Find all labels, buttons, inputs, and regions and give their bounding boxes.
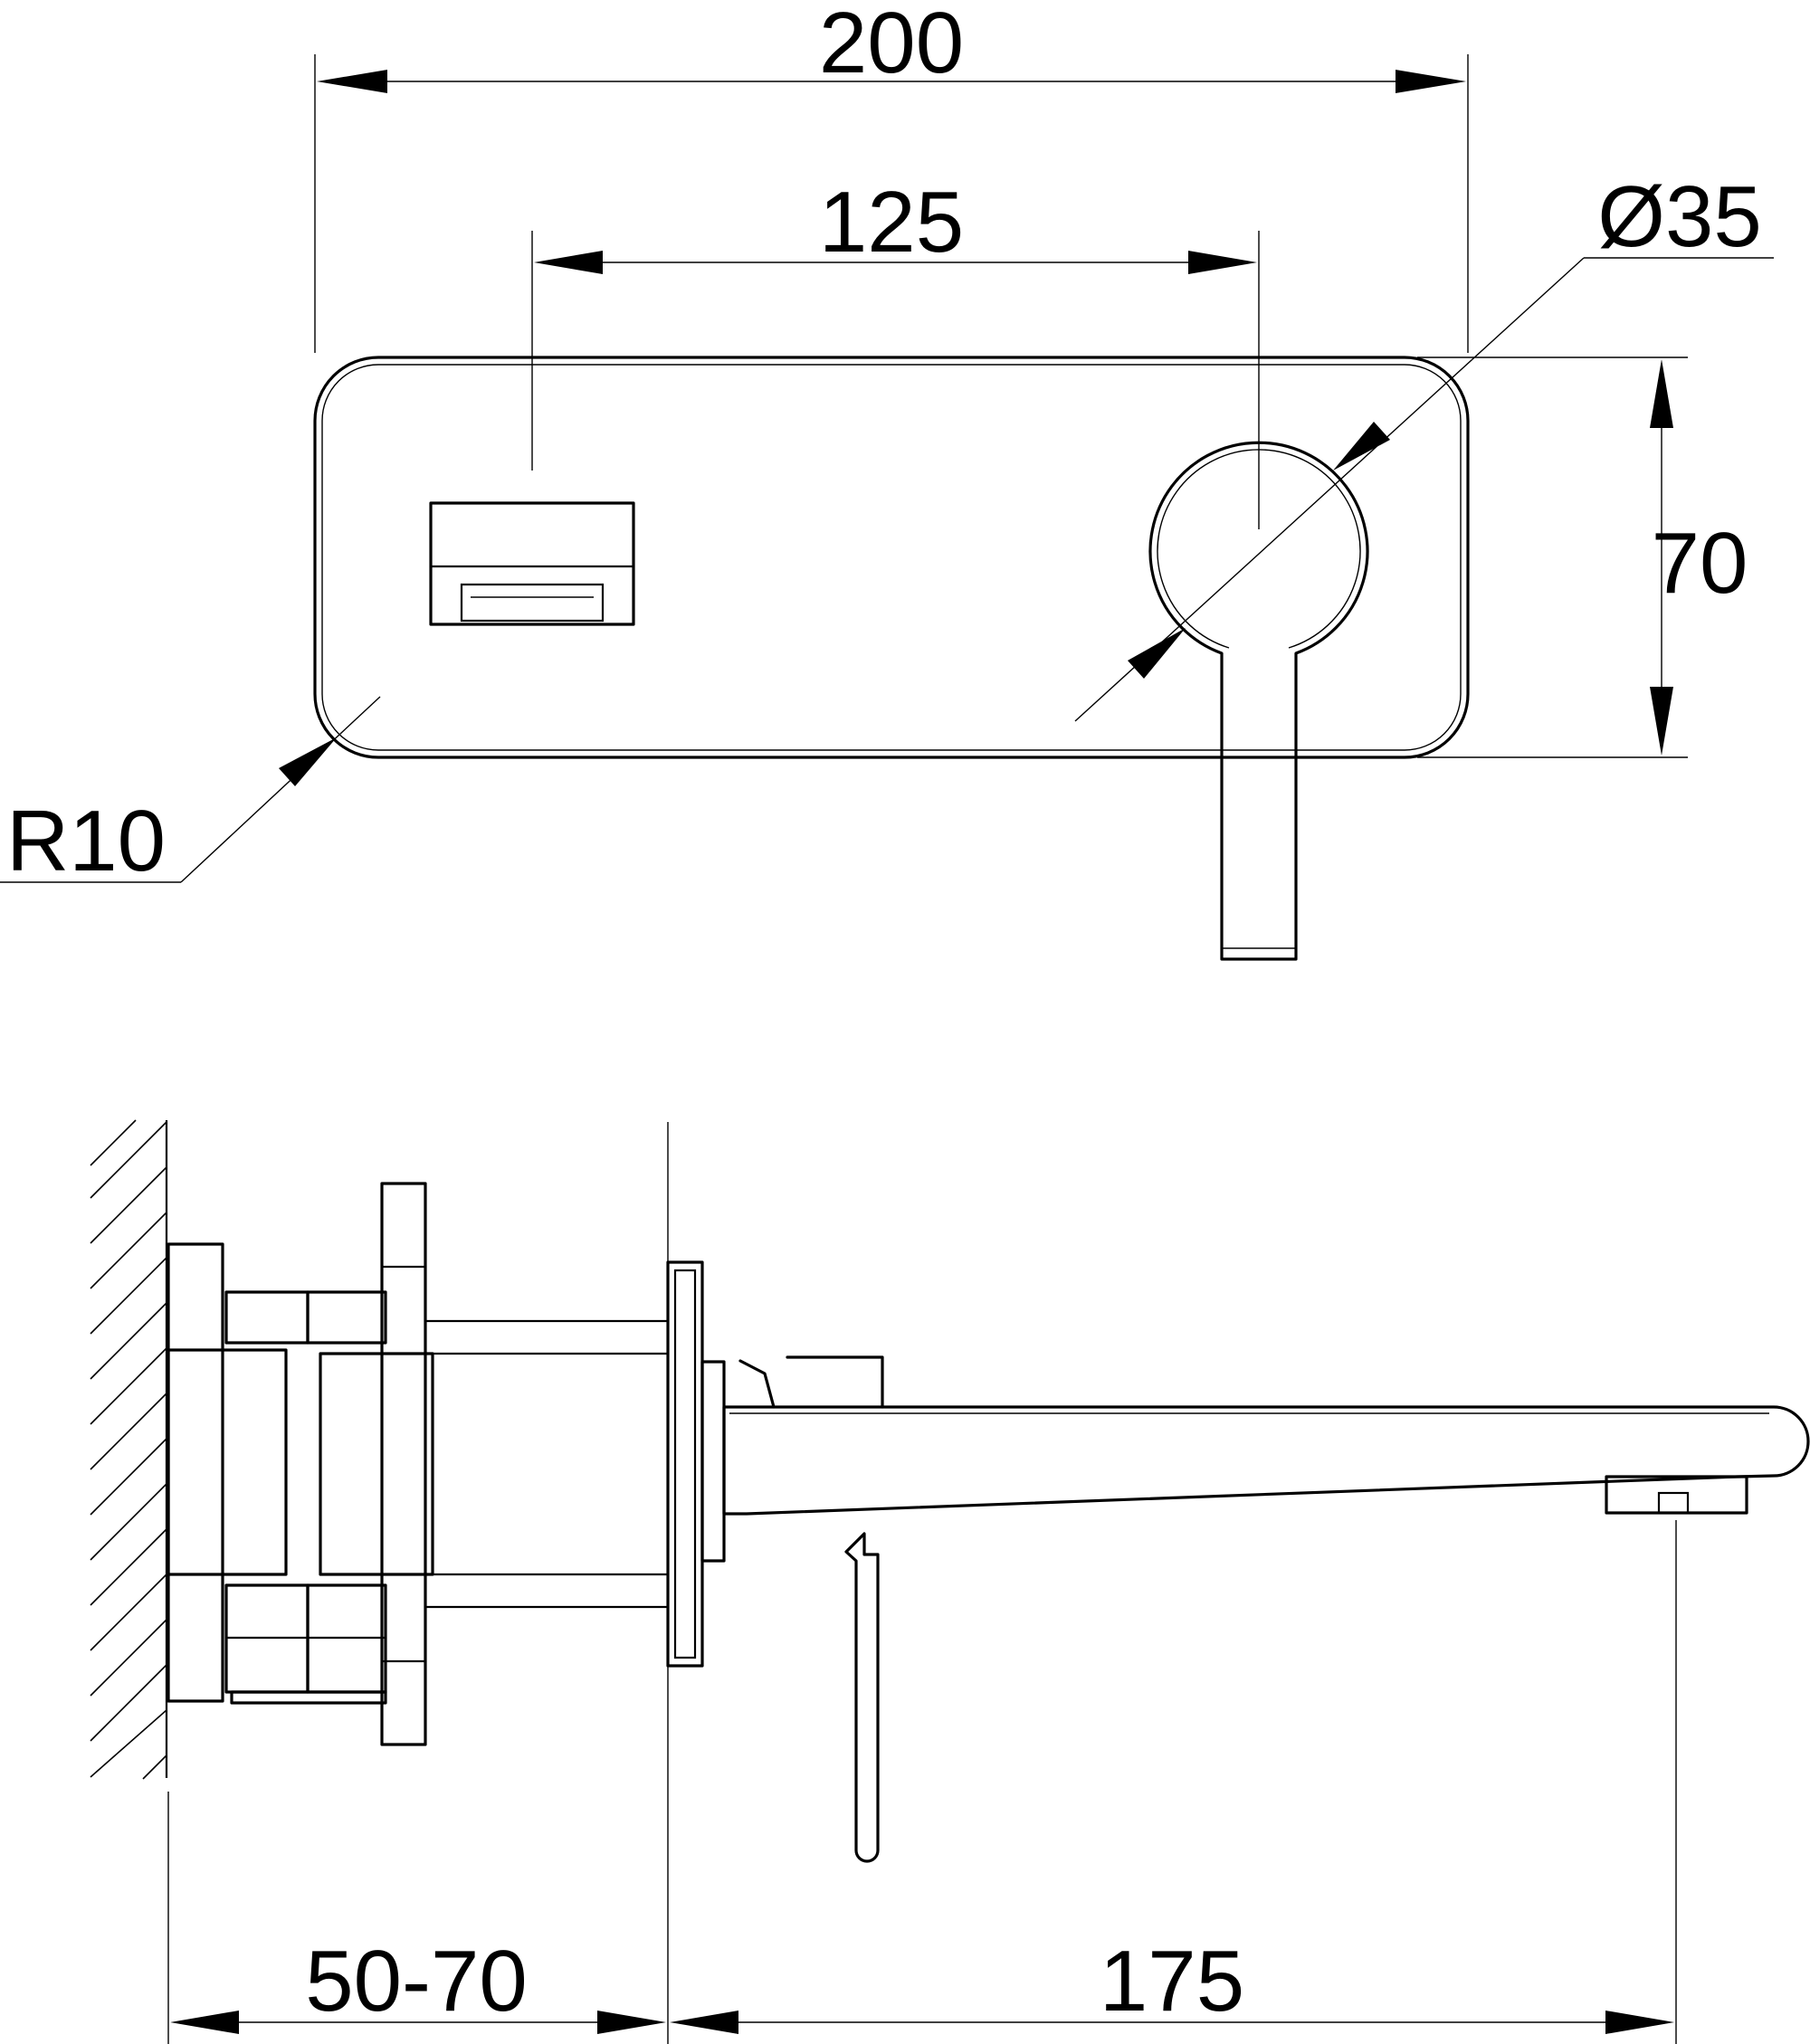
cover-plate-side [666, 1260, 704, 1668]
dimension-200-label: 200 [819, 0, 964, 91]
dimension-125-label: 125 [819, 174, 964, 271]
dimension-200: 200 [317, 0, 1466, 93]
dimension-175: 175 [670, 1933, 1674, 2034]
dimension-diameter-35-label: Ø35 [1597, 168, 1761, 265]
dimension-r10: R10 [0, 696, 381, 889]
spout-side [700, 1355, 1810, 1563]
spout-outlet-front [429, 501, 635, 626]
front-extension-lines [314, 54, 1688, 758]
wall-hatch [90, 1119, 168, 1780]
side-view: 50-70 175 [90, 1119, 1810, 2044]
dimension-r10-label: R10 [6, 793, 166, 889]
dimension-50-70: 50-70 [170, 1933, 666, 2034]
cover-plate-outer [313, 356, 1470, 759]
front-view: 200 125 Ø35 70 R10 [0, 0, 1774, 961]
side-extension-lines [167, 1122, 1677, 2044]
dimension-50-70-label: 50-70 [305, 1933, 528, 2030]
dimension-70: 70 [1650, 359, 1748, 756]
concealed-valve-body [167, 1182, 668, 1746]
cover-plate-inner [321, 364, 1462, 751]
dimension-125: 125 [534, 174, 1257, 274]
dimension-diameter-35: Ø35 [1074, 168, 1774, 722]
lever-side [844, 1532, 880, 1863]
dimension-70-label: 70 [1652, 515, 1748, 612]
dimension-175-label: 175 [1100, 1933, 1244, 2030]
